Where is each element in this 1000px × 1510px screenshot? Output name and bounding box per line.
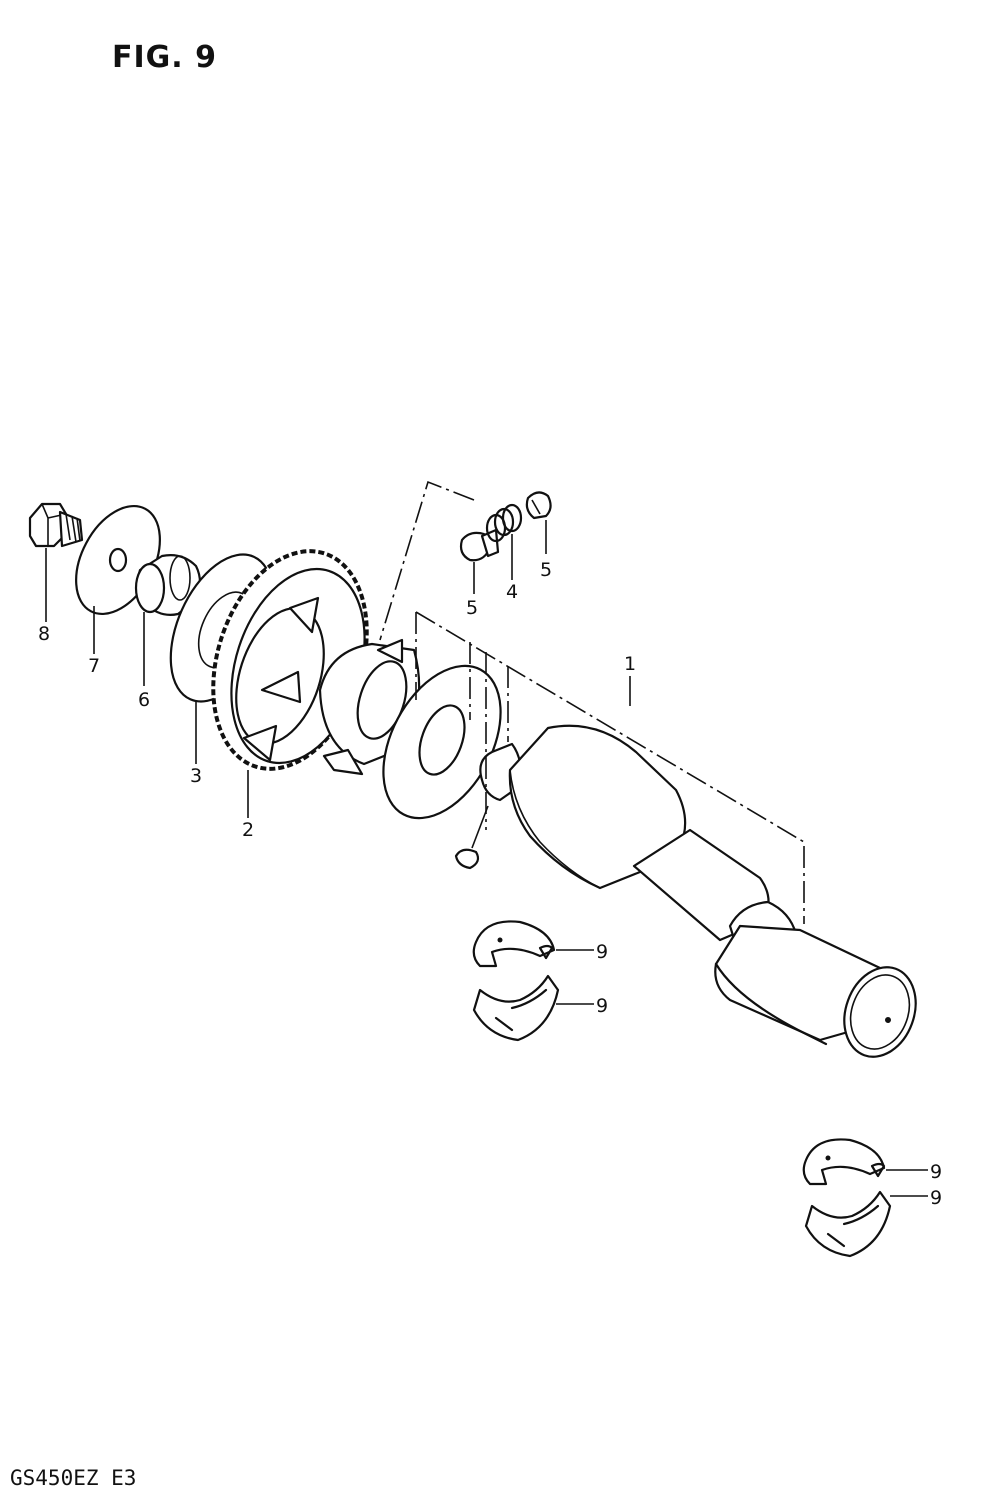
woodruff-key[interactable] xyxy=(454,805,489,870)
callout-7: 7 xyxy=(88,655,100,677)
callout-5-left: 5 xyxy=(466,597,478,619)
part-4-spring[interactable] xyxy=(485,503,523,543)
part-9-bearing-lower-a[interactable] xyxy=(472,974,560,1042)
part-9-bearing-upper-b[interactable] xyxy=(802,1138,886,1186)
leader-lines xyxy=(45,520,928,1197)
callout-8: 8 xyxy=(38,623,50,645)
callout-9-a: 9 xyxy=(596,941,608,963)
part-1-balancer-shaft[interactable] xyxy=(479,724,927,1067)
callout-3: 3 xyxy=(190,765,202,787)
part-9-bearing-lower-b[interactable] xyxy=(804,1190,892,1258)
callout-4: 4 xyxy=(506,581,518,603)
callout-9-d: 9 xyxy=(930,1187,942,1209)
callout-9-c: 9 xyxy=(930,1161,942,1183)
part-9-bearing-upper-a[interactable] xyxy=(472,920,556,968)
washer-large[interactable] xyxy=(359,646,524,838)
assembly-lines xyxy=(379,480,805,924)
callout-2: 2 xyxy=(242,819,254,841)
part-5-plunger-right[interactable] xyxy=(525,491,552,520)
part-5-plunger-left[interactable] xyxy=(459,528,500,562)
callout-5-right: 5 xyxy=(540,559,552,581)
part-8-bolt[interactable] xyxy=(28,502,84,548)
model-code: GS450EZ E3 xyxy=(10,1466,137,1490)
callout-6: 6 xyxy=(138,689,150,711)
callout-9-b: 9 xyxy=(596,995,608,1017)
callout-1: 1 xyxy=(624,653,636,675)
figure-title: FIG. 9 xyxy=(112,40,217,75)
